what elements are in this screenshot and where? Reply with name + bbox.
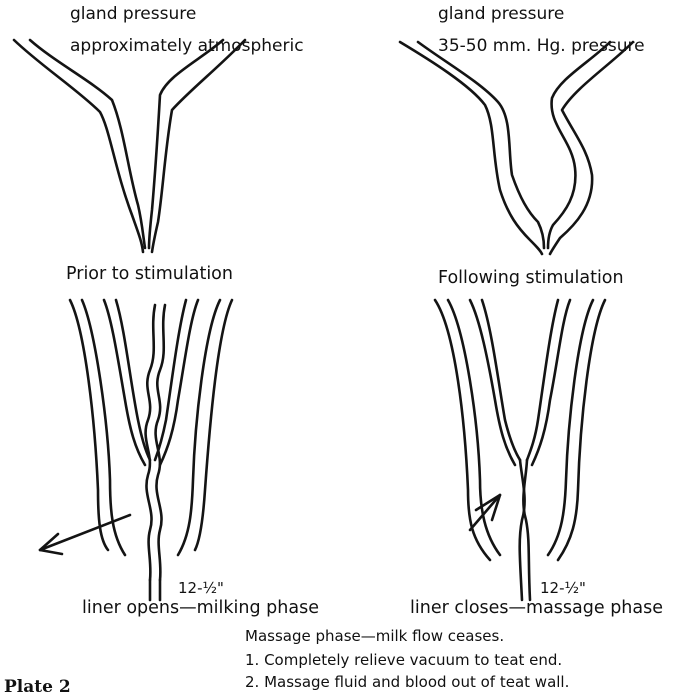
liner-closes-massage-phase-drawing	[435, 300, 605, 600]
liner-opens-milking-phase-drawing	[40, 300, 232, 600]
teat-prior-to-stimulation-drawing	[14, 40, 245, 252]
teat-following-stimulation-drawing	[400, 42, 633, 254]
